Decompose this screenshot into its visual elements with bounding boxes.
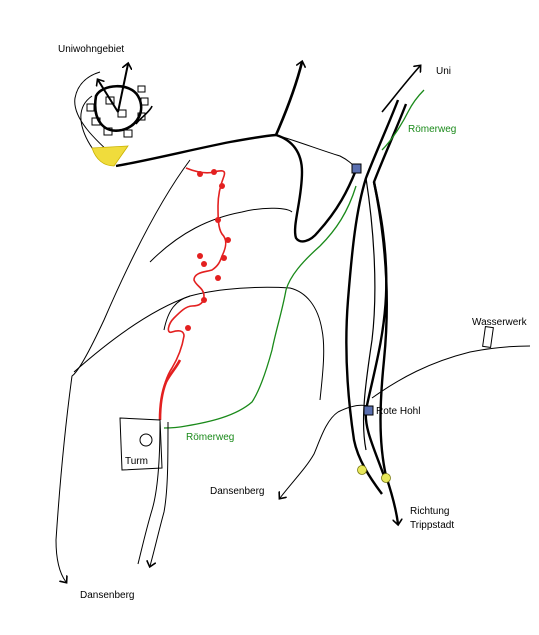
roman-road-north-segment	[381, 89, 425, 151]
road-inner-rail	[362, 177, 376, 451]
road-to-uni	[381, 66, 420, 113]
route-waypoint	[185, 325, 191, 331]
residential-exit-arrow-north	[117, 64, 128, 113]
route-waypoint	[225, 237, 231, 243]
label-tower: Turm	[125, 456, 148, 467]
label-dansenberg-east: Dansenberg	[210, 486, 264, 497]
house	[105, 96, 115, 105]
house	[103, 127, 113, 136]
road-junction-to-curve	[275, 133, 358, 243]
route-waypoint	[201, 297, 207, 303]
road-north-arrow	[274, 62, 302, 136]
house	[117, 109, 127, 118]
route-waypoint	[201, 261, 207, 267]
road-south-west-edge	[137, 421, 161, 565]
residential-exit-arrow-northwest	[98, 80, 119, 113]
house	[91, 117, 101, 126]
bus-stop-rote-hohl-icon	[363, 405, 374, 416]
path-mid-upper	[149, 207, 293, 263]
route-waypoint	[221, 255, 227, 261]
label-trippstadt-line2: Trippstadt	[410, 520, 454, 531]
label-waterworks: Wasserwerk	[472, 317, 528, 328]
house	[123, 129, 133, 138]
route-line-thick	[158, 359, 182, 421]
residential-area	[74, 64, 153, 161]
residential-loop-road	[93, 84, 143, 132]
path-mid-lower	[73, 286, 325, 401]
label-roman-road-south: Römerweg	[186, 432, 234, 443]
main-roads	[115, 62, 420, 524]
roman-road-main-segment	[163, 185, 357, 429]
route-waypoint	[215, 275, 221, 281]
forest-paths	[55, 159, 531, 582]
tower-plot	[119, 417, 163, 471]
path-dansenberg-east	[280, 411, 339, 498]
tower-area	[119, 417, 169, 566]
house	[137, 112, 146, 121]
road-trippstadt	[372, 181, 398, 524]
road-south-east-edge	[150, 421, 169, 566]
route-line	[159, 167, 227, 421]
residential-boundary	[74, 71, 119, 161]
walking-route	[158, 167, 231, 421]
path-to-waterworks	[371, 345, 531, 399]
roman-road	[163, 89, 425, 429]
route-waypoint	[211, 169, 217, 175]
label-dansenberg-southwest: Dansenberg	[80, 590, 134, 601]
house	[86, 103, 95, 112]
waterworks-building	[482, 325, 494, 349]
path-side-loop	[163, 295, 191, 331]
route-waypoint	[219, 183, 225, 189]
label-university: Uni	[436, 66, 451, 77]
tower-icon	[139, 433, 153, 447]
route-waypoint	[197, 171, 203, 177]
label-residential-area: Uniwohngebiet	[58, 44, 124, 55]
label-stop-rote-hohl: Rote Hohl	[376, 406, 420, 417]
house	[140, 97, 149, 106]
label-roman-road-north: Römerweg	[408, 124, 456, 135]
route-waypoint	[215, 217, 221, 223]
road-residential-to-junction	[115, 133, 277, 168]
station-marker-icon	[357, 465, 367, 475]
residential-exit-road	[135, 105, 153, 125]
bus-stop-icon	[351, 163, 362, 174]
meeting-point-marker	[91, 145, 129, 167]
railway-track-west	[345, 99, 400, 495]
house	[137, 85, 146, 93]
path-west-long	[55, 159, 191, 582]
station-marker-icon	[381, 473, 391, 483]
label-trippstadt-line1: Richtung	[410, 506, 449, 517]
route-waypoint	[197, 253, 203, 259]
